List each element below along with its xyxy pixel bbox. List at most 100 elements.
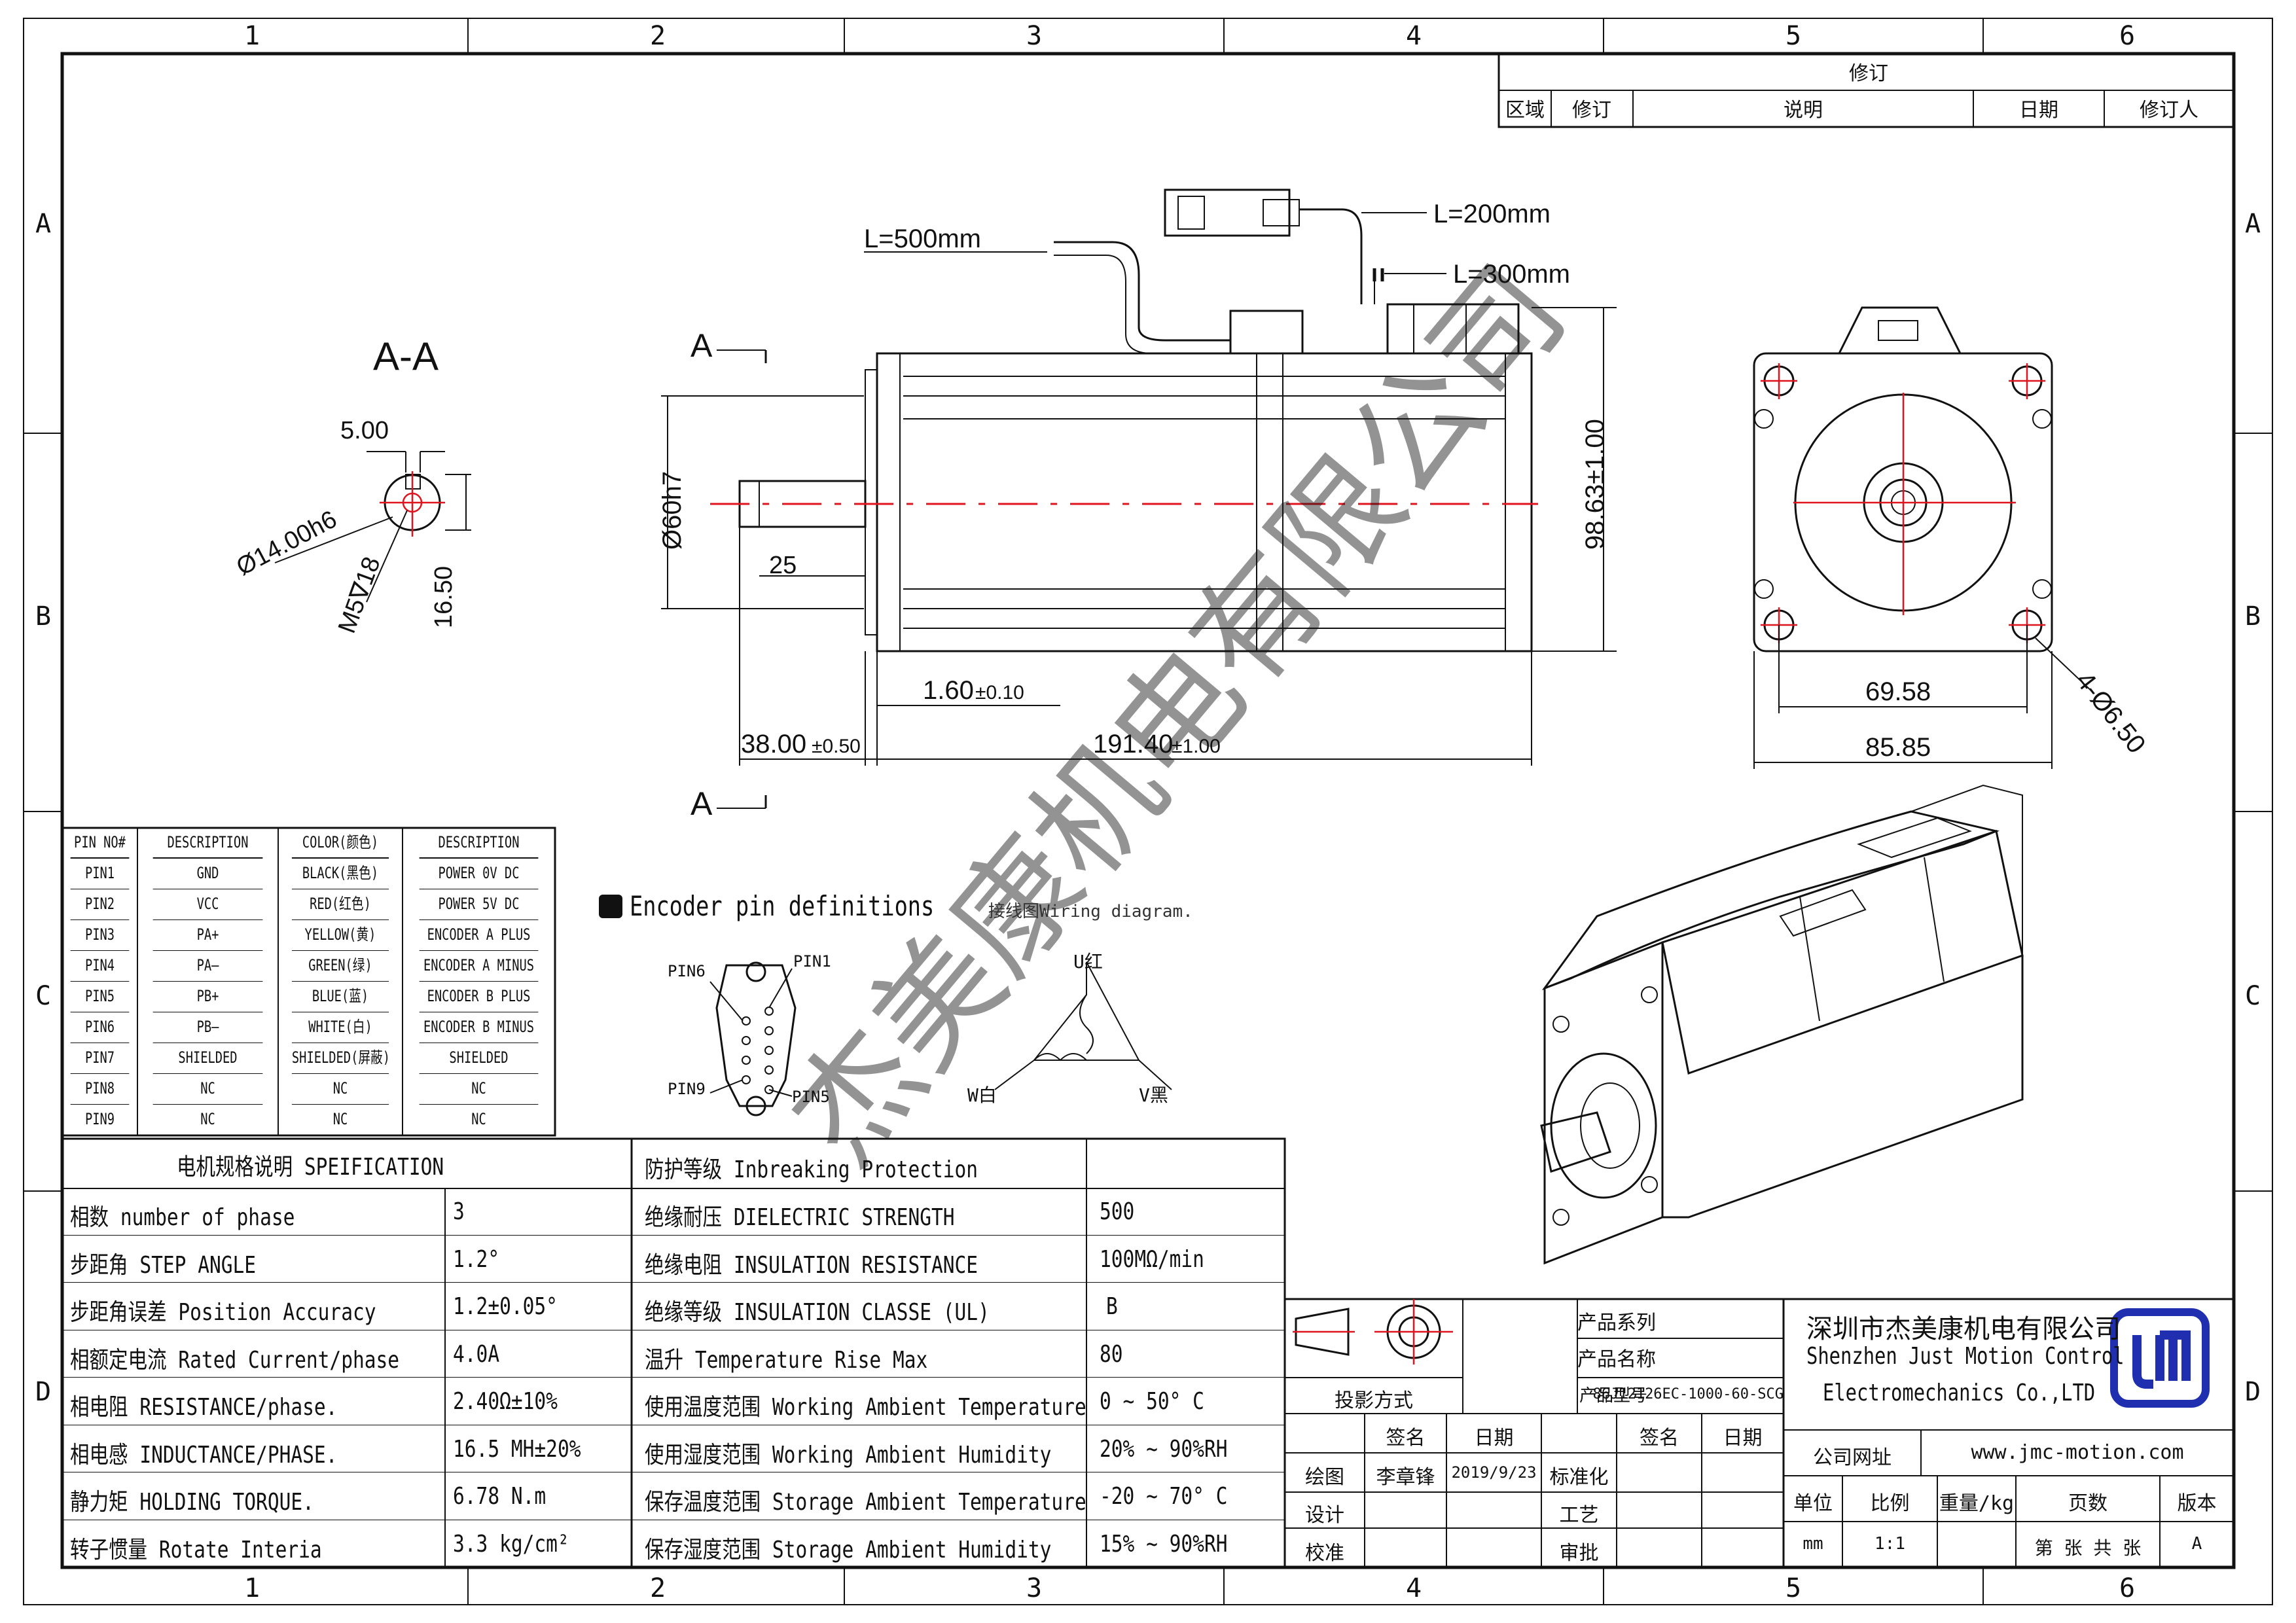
label-series: 产品系列 (1577, 1311, 1656, 1334)
pin-cell: ENCODER B MINUS (419, 1012, 539, 1043)
pin-cell: NC (291, 1074, 389, 1105)
company-website[interactable]: www.jmc-motion.com (1971, 1441, 2184, 1464)
pin-cell: NC (471, 1110, 486, 1128)
spec-param: 保存湿度范围 Storage Ambient Humidity (645, 1536, 1052, 1563)
label-check: 校准 (1305, 1542, 1344, 1565)
dim-shaft-len: 38.00 (741, 730, 806, 758)
spec-param: 相数 number of phase (70, 1204, 295, 1231)
pin-cell: SHIELDED(屏蔽) (291, 1043, 390, 1074)
spec-param: 温升 Temperature Rise Max (645, 1346, 928, 1374)
section-title: A-A (373, 334, 439, 378)
unit-value: mm (1803, 1534, 1823, 1554)
row-label: C (2245, 981, 2261, 1011)
spec-title: 电机规格说明 SPEIFICATION (177, 1154, 444, 1181)
spec-value: 3.3 kg/cm² (453, 1530, 569, 1558)
pin-cell: ENCODER A MINUS (419, 951, 539, 982)
label-approve: 审批 (1559, 1542, 1599, 1565)
pin-cell: PB+ (152, 982, 263, 1012)
spec-value: 80 (1100, 1340, 1123, 1368)
dim-flange-dia: Ø60h7 (658, 471, 687, 550)
spec-value: 1.2±0.05° (453, 1293, 558, 1320)
label-pages: 页数 (2068, 1492, 2108, 1515)
row-label: A (35, 209, 51, 239)
spec-param: 使用湿度范围 Working Ambient Humidity (645, 1441, 1052, 1469)
zone-ticks (24, 18, 2272, 1605)
pin-cell: PIN3 (70, 920, 130, 951)
dim-hole-pitch: 69.58 (1865, 677, 1931, 706)
label-design: 设计 (1305, 1504, 1344, 1527)
section-mark-bottom: A (691, 785, 713, 822)
front-square (1753, 352, 2053, 652)
col-labels-top: 1 2 3 4 5 6 (244, 21, 2135, 51)
revision-header: 区域 (1505, 99, 1545, 122)
col-label: 4 (1406, 1573, 1422, 1603)
row-label: D (35, 1377, 51, 1407)
power-connector (1229, 310, 1304, 355)
spec-value: 3 (453, 1198, 465, 1225)
spec-param: 相电阻 RESISTANCE/phase. (70, 1394, 338, 1421)
side-view: A A (658, 188, 1617, 822)
spec-param: 相额定电流 Rated Current/phase (70, 1346, 400, 1374)
spec-value: B (1106, 1293, 1118, 1320)
col-label: 2 (650, 21, 666, 51)
pin-cell: NC (152, 1074, 263, 1105)
label-craft: 工艺 (1559, 1504, 1599, 1527)
label-date: 日期 (1474, 1427, 1514, 1450)
spec-param: 相电感 INDUCTANCE/PHASE. (70, 1441, 338, 1469)
spec-value: 20% ~ 90%RH (1100, 1435, 1228, 1463)
cable-encoder (1299, 208, 1363, 304)
spec-value: 6.78 N.m (453, 1483, 547, 1510)
label-sign: 签名 (1386, 1427, 1426, 1450)
pin-cell: NC (419, 1074, 539, 1105)
label-standard: 标准化 (1549, 1466, 1609, 1489)
dim-body-len: 191.40 (1093, 730, 1173, 758)
col-label: 3 (1026, 21, 1042, 51)
wiring-diagram (994, 961, 1172, 1090)
spec-param: 绝缘电阻 INSULATION RESISTANCE (645, 1251, 978, 1279)
encoder-connector-diagram (599, 895, 797, 1116)
revision-block: 修订 区域 修订 说明 日期 修订人 (1498, 52, 2235, 128)
encoder-connector (1386, 303, 1520, 355)
version-value: A (2191, 1534, 2202, 1554)
spec-value: 16.5 MH±20% (453, 1435, 581, 1463)
col-label: 6 (2119, 1573, 2135, 1603)
row-label: D (2245, 1377, 2261, 1407)
spec-param: 步距角误差 Position Accuracy (70, 1299, 376, 1326)
wiring-v-label: V黑 (1139, 1084, 1168, 1106)
spec-param: 绝缘等级 INSULATION CLASSE (UL) (645, 1299, 990, 1326)
db9-plug (1164, 188, 1291, 237)
row-label: B (35, 601, 51, 632)
dim-square: 85.85 (1865, 733, 1931, 762)
pin-cell: POWER 0V DC (419, 859, 539, 889)
pin-header: DESCRIPTION (419, 828, 539, 859)
company-logo (2110, 1308, 2210, 1408)
label-model: 产品型号 (1579, 1386, 1647, 1406)
pin-cell: PIN6 (70, 1012, 130, 1043)
col-label: 2 (650, 1573, 666, 1603)
revision-title: 修订 (1849, 62, 1888, 85)
pin-cell: PIN2 (70, 889, 130, 920)
spec-param: 保存温度范围 Storage Ambient Temperature (645, 1489, 1086, 1516)
projection-cone (1295, 1308, 1350, 1356)
pin-cell: RED(红色) (291, 889, 389, 920)
spec-value: 100MΩ/min (1100, 1245, 1204, 1273)
spec-value: 15% ~ 90%RH (1100, 1530, 1228, 1558)
draw-date: 2019/9/23 (1451, 1463, 1537, 1482)
pin-cell: GND (152, 859, 263, 889)
label-date2: 日期 (1723, 1427, 1763, 1450)
wiring-u-label: U红 (1073, 951, 1103, 972)
watermark: 杰美康机电有限公司 (762, 240, 1592, 1190)
revision-header: 说明 (1784, 99, 1823, 122)
spec-table-content: 电机规格说明 SPEIFICATION 防护等级 Inbreaking Prot… (62, 1139, 1285, 1567)
iso-top-face (1661, 830, 2024, 1075)
pin-cell: BLACK(黑色) (291, 859, 389, 889)
drawer-name: 李章锋 (1376, 1466, 1435, 1489)
col-label: 3 (1026, 1573, 1042, 1603)
pages-value: 第 张 共 张 (2034, 1537, 2142, 1559)
col-label: 1 (244, 1573, 260, 1603)
pin-cell: ENCODER A PLUS (419, 920, 539, 951)
row-label: B (2245, 601, 2261, 632)
spec-param: 静力矩 HOLDING TORQUE. (70, 1489, 314, 1516)
company-name-cn: 深圳市杰美康机电有限公司 (1806, 1314, 2121, 1344)
label-sign2: 签名 (1640, 1427, 1679, 1450)
